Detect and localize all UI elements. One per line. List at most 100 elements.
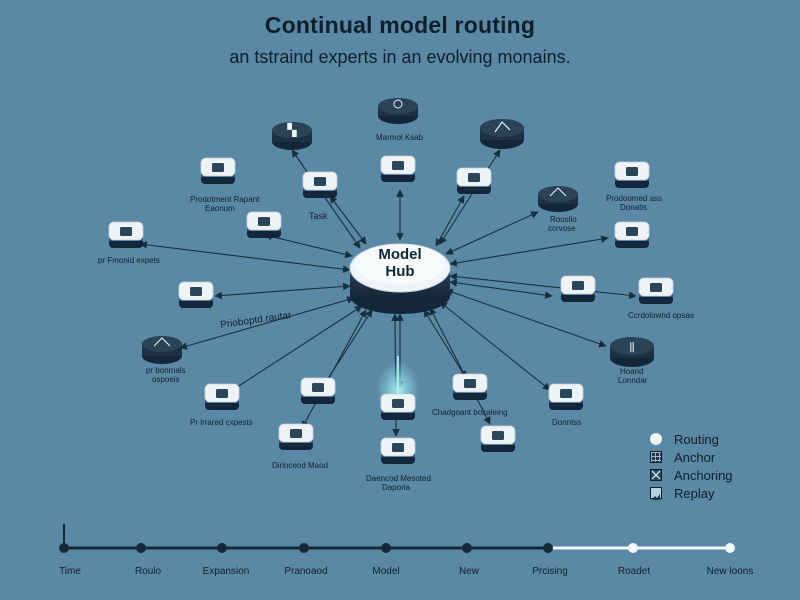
legend-item: Anchoring bbox=[650, 466, 733, 484]
toggle-icon bbox=[650, 283, 662, 292]
arrow-to-node-left1 bbox=[139, 241, 351, 273]
puzzle-icon bbox=[392, 399, 404, 408]
model-hub bbox=[349, 243, 451, 314]
node-label: Task bbox=[309, 211, 328, 221]
cube-node bbox=[456, 167, 492, 194]
cube-node bbox=[178, 281, 214, 308]
node-right-lower-disc: ⫼ bbox=[610, 337, 654, 367]
node-label: Daencod Mesoted bbox=[366, 474, 431, 483]
node-label: Donntss bbox=[552, 418, 582, 427]
network-icon bbox=[393, 99, 403, 109]
timeline-dot bbox=[725, 543, 735, 553]
timeline-dot bbox=[59, 543, 69, 553]
timeline-label: Expansion bbox=[202, 566, 250, 577]
monitor-icon bbox=[560, 389, 572, 398]
puzzle-icon bbox=[492, 431, 504, 440]
timeline-dot bbox=[136, 543, 146, 553]
node-label: Lonndar bbox=[618, 376, 648, 385]
cube-node bbox=[204, 383, 240, 410]
cube-node bbox=[380, 155, 416, 182]
timeline-label: Model bbox=[372, 566, 400, 577]
cube-node bbox=[480, 425, 516, 452]
cube-node bbox=[548, 383, 584, 410]
cube-node bbox=[614, 221, 650, 248]
graph-icon bbox=[494, 121, 511, 133]
timeline-dot bbox=[217, 543, 227, 553]
legend-item: Replay bbox=[650, 484, 733, 502]
puzzle-icon bbox=[464, 379, 476, 388]
cube-node bbox=[302, 171, 338, 198]
arrow-to-node-r2 bbox=[449, 279, 553, 299]
grid-icon bbox=[650, 451, 662, 463]
node-label: ccrvose bbox=[548, 224, 576, 233]
timeline-label: New bbox=[458, 566, 480, 577]
puzzle-icon bbox=[392, 443, 404, 452]
cube-node bbox=[452, 373, 488, 400]
timeline-label: Roadet bbox=[617, 566, 651, 577]
puzzle-icon bbox=[392, 161, 404, 170]
monitor-icon bbox=[572, 281, 584, 290]
graph-icon bbox=[549, 187, 567, 197]
timeline-label: Roulo bbox=[134, 566, 162, 577]
routing-arrows bbox=[139, 149, 637, 437]
bar-icon: ⫼ bbox=[629, 341, 634, 354]
arrow-to-node-r3 bbox=[449, 272, 637, 300]
arrow-to-node-tl1 bbox=[291, 149, 361, 249]
timeline-label: Prcising bbox=[532, 566, 568, 577]
arrow-to-node-bl3 bbox=[301, 309, 367, 429]
page-subtitle: an tstraind experts in an evolving monai… bbox=[229, 47, 571, 67]
image-icon bbox=[650, 487, 662, 500]
cube-node bbox=[560, 275, 596, 302]
arrow-to-node-r5 bbox=[445, 211, 539, 255]
arrow-to-node-tl2 bbox=[264, 232, 353, 259]
puzzle-icon bbox=[120, 227, 132, 236]
node-label: ospoeis bbox=[152, 375, 180, 384]
timeline bbox=[59, 524, 735, 553]
cube-node bbox=[614, 161, 650, 188]
timeline-label: Pranoaod bbox=[284, 566, 328, 577]
puzzle-icon bbox=[312, 383, 324, 392]
node-left-lower-disc bbox=[142, 336, 182, 364]
cube-node bbox=[300, 377, 336, 404]
arrow-to-node-tr2 bbox=[439, 149, 501, 245]
cube-node bbox=[380, 393, 416, 420]
arrow-to-node-br1 bbox=[423, 309, 467, 379]
toggle-icon bbox=[190, 287, 202, 296]
x-box-icon bbox=[650, 469, 662, 481]
node-right-disc bbox=[538, 186, 578, 212]
node-tl1-dark-disc: ▚ bbox=[272, 122, 312, 150]
node-label: Ccrdolownd opsas bbox=[628, 311, 694, 320]
puzzle-icon bbox=[468, 173, 480, 182]
legend-item: Anchor bbox=[650, 448, 733, 466]
hub-label: Model Hub bbox=[378, 246, 422, 280]
node-label: Hoand bbox=[620, 367, 644, 376]
timeline-label: Time bbox=[59, 566, 81, 577]
cube-nodes bbox=[108, 155, 674, 464]
node-label: Daporia bbox=[382, 483, 411, 492]
timeline-dot bbox=[543, 543, 553, 553]
node-label: pr bonmals bbox=[146, 366, 186, 375]
cube-node bbox=[380, 437, 416, 464]
cube-node bbox=[246, 211, 282, 238]
node-label: Prodotment Rapant bbox=[190, 195, 260, 204]
node-label: Dirloceod Maod bbox=[272, 461, 329, 470]
timeline-dot bbox=[462, 543, 472, 553]
puzzle-icon: ▚ bbox=[286, 122, 297, 137]
cube-node bbox=[200, 157, 236, 184]
lock-icon bbox=[626, 227, 638, 236]
puzzle-icon bbox=[314, 177, 326, 186]
timeline-dot bbox=[299, 543, 309, 553]
arrow-to-node-tr1 bbox=[435, 195, 465, 247]
node-label: Pr lrrared cxpests bbox=[190, 418, 253, 427]
arrow-to-node-task bbox=[329, 195, 367, 245]
timeline-label: New loons bbox=[706, 566, 754, 577]
puzzle-icon bbox=[258, 217, 270, 226]
node-label: Donatis bbox=[620, 203, 648, 212]
timeline-dot bbox=[628, 543, 638, 553]
puzzle-icon bbox=[290, 429, 302, 438]
legend-item: Routing bbox=[650, 430, 733, 448]
monitor-icon bbox=[212, 163, 224, 172]
puzzle-icon bbox=[626, 167, 638, 176]
node-label: Prodoomed ass bbox=[606, 194, 663, 203]
